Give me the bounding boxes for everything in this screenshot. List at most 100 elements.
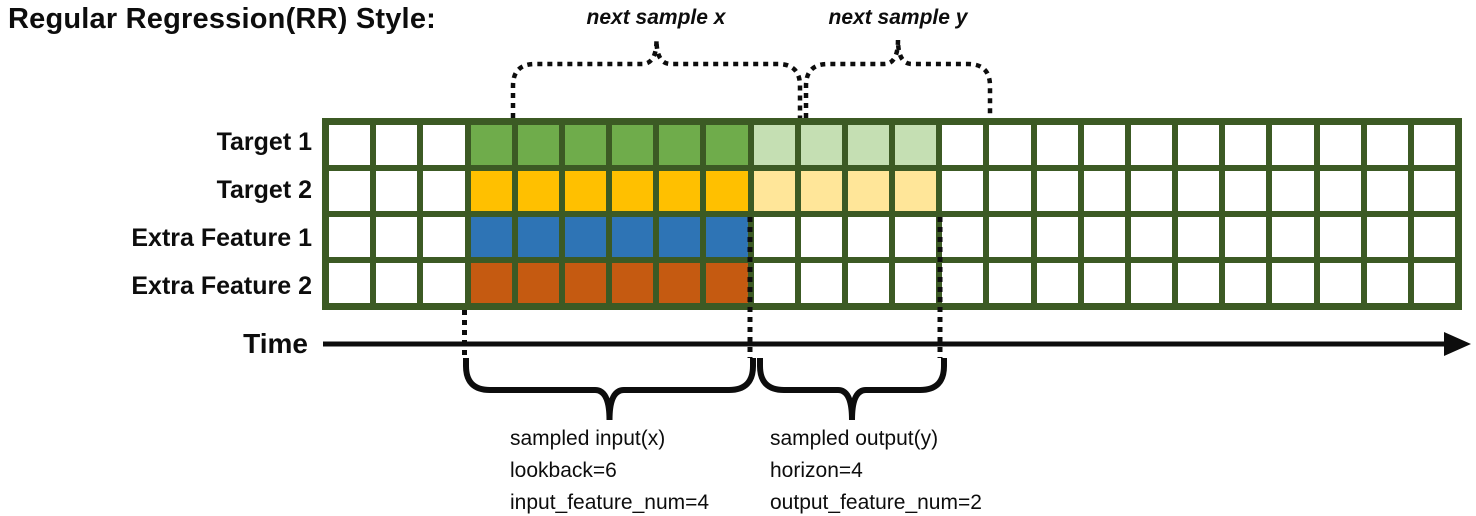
sampled-output-caption: sampled output(y) horizon=4 output_featu… (770, 423, 982, 516)
grid-cell (517, 263, 559, 303)
grid-cell (564, 217, 606, 257)
grid-cell (800, 263, 842, 303)
grid-cell (895, 263, 937, 303)
grid-cell (847, 217, 889, 257)
grid-cell (517, 171, 559, 211)
grid-cell (329, 125, 371, 165)
row-label-target-1: Target 1 (216, 128, 312, 156)
grid-cell (376, 171, 418, 211)
sampled-input-caption: sampled input(x) lookback=6 input_featur… (510, 423, 709, 516)
grid-cell (800, 171, 842, 211)
grid-cell (329, 217, 371, 257)
sampled-output-brace-icon (757, 358, 947, 421)
grid-cell (517, 217, 559, 257)
grid-cell (1130, 125, 1172, 165)
row-label-target-2: Target 2 (216, 176, 312, 204)
time-arrow-head-icon (1444, 332, 1471, 356)
grid-cell (423, 263, 465, 303)
grid-cell (1272, 171, 1314, 211)
grid-cell (989, 125, 1031, 165)
grid-cell (1366, 217, 1408, 257)
grid-cell (1272, 217, 1314, 257)
grid-cell (942, 217, 984, 257)
grid-cell (564, 263, 606, 303)
grid-cell (1225, 217, 1267, 257)
grid-cell (706, 125, 748, 165)
grid-cell (1178, 263, 1220, 303)
row-label-extra-feature-2: Extra Feature 2 (131, 272, 312, 300)
grid-cell (470, 171, 512, 211)
grid-cell (800, 125, 842, 165)
grid-cell (1036, 125, 1078, 165)
grid-cell (1413, 217, 1455, 257)
grid-cell (1178, 125, 1220, 165)
time-axis-label: Time (243, 328, 308, 359)
grid-cell (329, 263, 371, 303)
grid-cell (423, 217, 465, 257)
horizon-value: horizon=4 (770, 459, 863, 482)
grid-cell (847, 263, 889, 303)
grid-cell (753, 263, 795, 303)
grid-cell (423, 125, 465, 165)
time-series-grid (322, 118, 1462, 310)
grid-cell (470, 263, 512, 303)
sampled-output-title: sampled output(y) (770, 427, 939, 450)
grid-cell (1036, 263, 1078, 303)
grid-cell (564, 171, 606, 211)
sampled-input-brace-icon (463, 358, 756, 421)
grid-cell (1366, 171, 1408, 211)
lookback-value: lookback=6 (510, 459, 617, 482)
grid-cell (1178, 217, 1220, 257)
grid-cell (753, 171, 795, 211)
grid-cell (1225, 125, 1267, 165)
grid-cell (423, 171, 465, 211)
output-feature-num-value: output_feature_num=2 (770, 491, 982, 514)
grid-cell (706, 263, 748, 303)
grid-cell (659, 217, 701, 257)
grid-cell (376, 125, 418, 165)
grid-cell (1319, 263, 1361, 303)
input-feature-num-value: input_feature_num=4 (510, 491, 710, 514)
grid-cell (1083, 217, 1125, 257)
row-label-extra-feature-1: Extra Feature 1 (131, 224, 312, 252)
grid-cell (1413, 263, 1455, 303)
grid-cell (1225, 171, 1267, 211)
grid-cell (376, 217, 418, 257)
grid-cell (942, 171, 984, 211)
grid-cell (1130, 171, 1172, 211)
grid-cell (942, 125, 984, 165)
grid-cell (895, 171, 937, 211)
grid-cell (706, 217, 748, 257)
grid-cell (895, 125, 937, 165)
grid-cell (470, 125, 512, 165)
grid-cell (376, 263, 418, 303)
grid-cell (1225, 263, 1267, 303)
grid-cell (1130, 217, 1172, 257)
grid-cell (1319, 125, 1361, 165)
next-sample-y-brace-icon (803, 39, 993, 118)
grid-cell (659, 171, 701, 211)
sampled-input-title: sampled input(x) (510, 427, 666, 450)
grid-cell (753, 125, 795, 165)
grid-cell (706, 171, 748, 211)
grid-cell (753, 217, 795, 257)
grid-cell (470, 217, 512, 257)
grid-cell (612, 263, 654, 303)
grid-cell (1083, 263, 1125, 303)
grid-cell (1413, 125, 1455, 165)
grid-cell (659, 125, 701, 165)
next-sample-x-brace-icon (510, 39, 803, 118)
grid-cell (1130, 263, 1172, 303)
grid-cell (800, 217, 842, 257)
grid-cell (1036, 171, 1078, 211)
grid-cell (1319, 171, 1361, 211)
grid-cell (989, 171, 1031, 211)
grid-cell (612, 171, 654, 211)
grid-cell (1178, 171, 1220, 211)
grid-cell (1036, 217, 1078, 257)
grid-cell (1272, 263, 1314, 303)
grid-cell (1083, 125, 1125, 165)
grid-cell (517, 125, 559, 165)
grid-cell (1366, 263, 1408, 303)
